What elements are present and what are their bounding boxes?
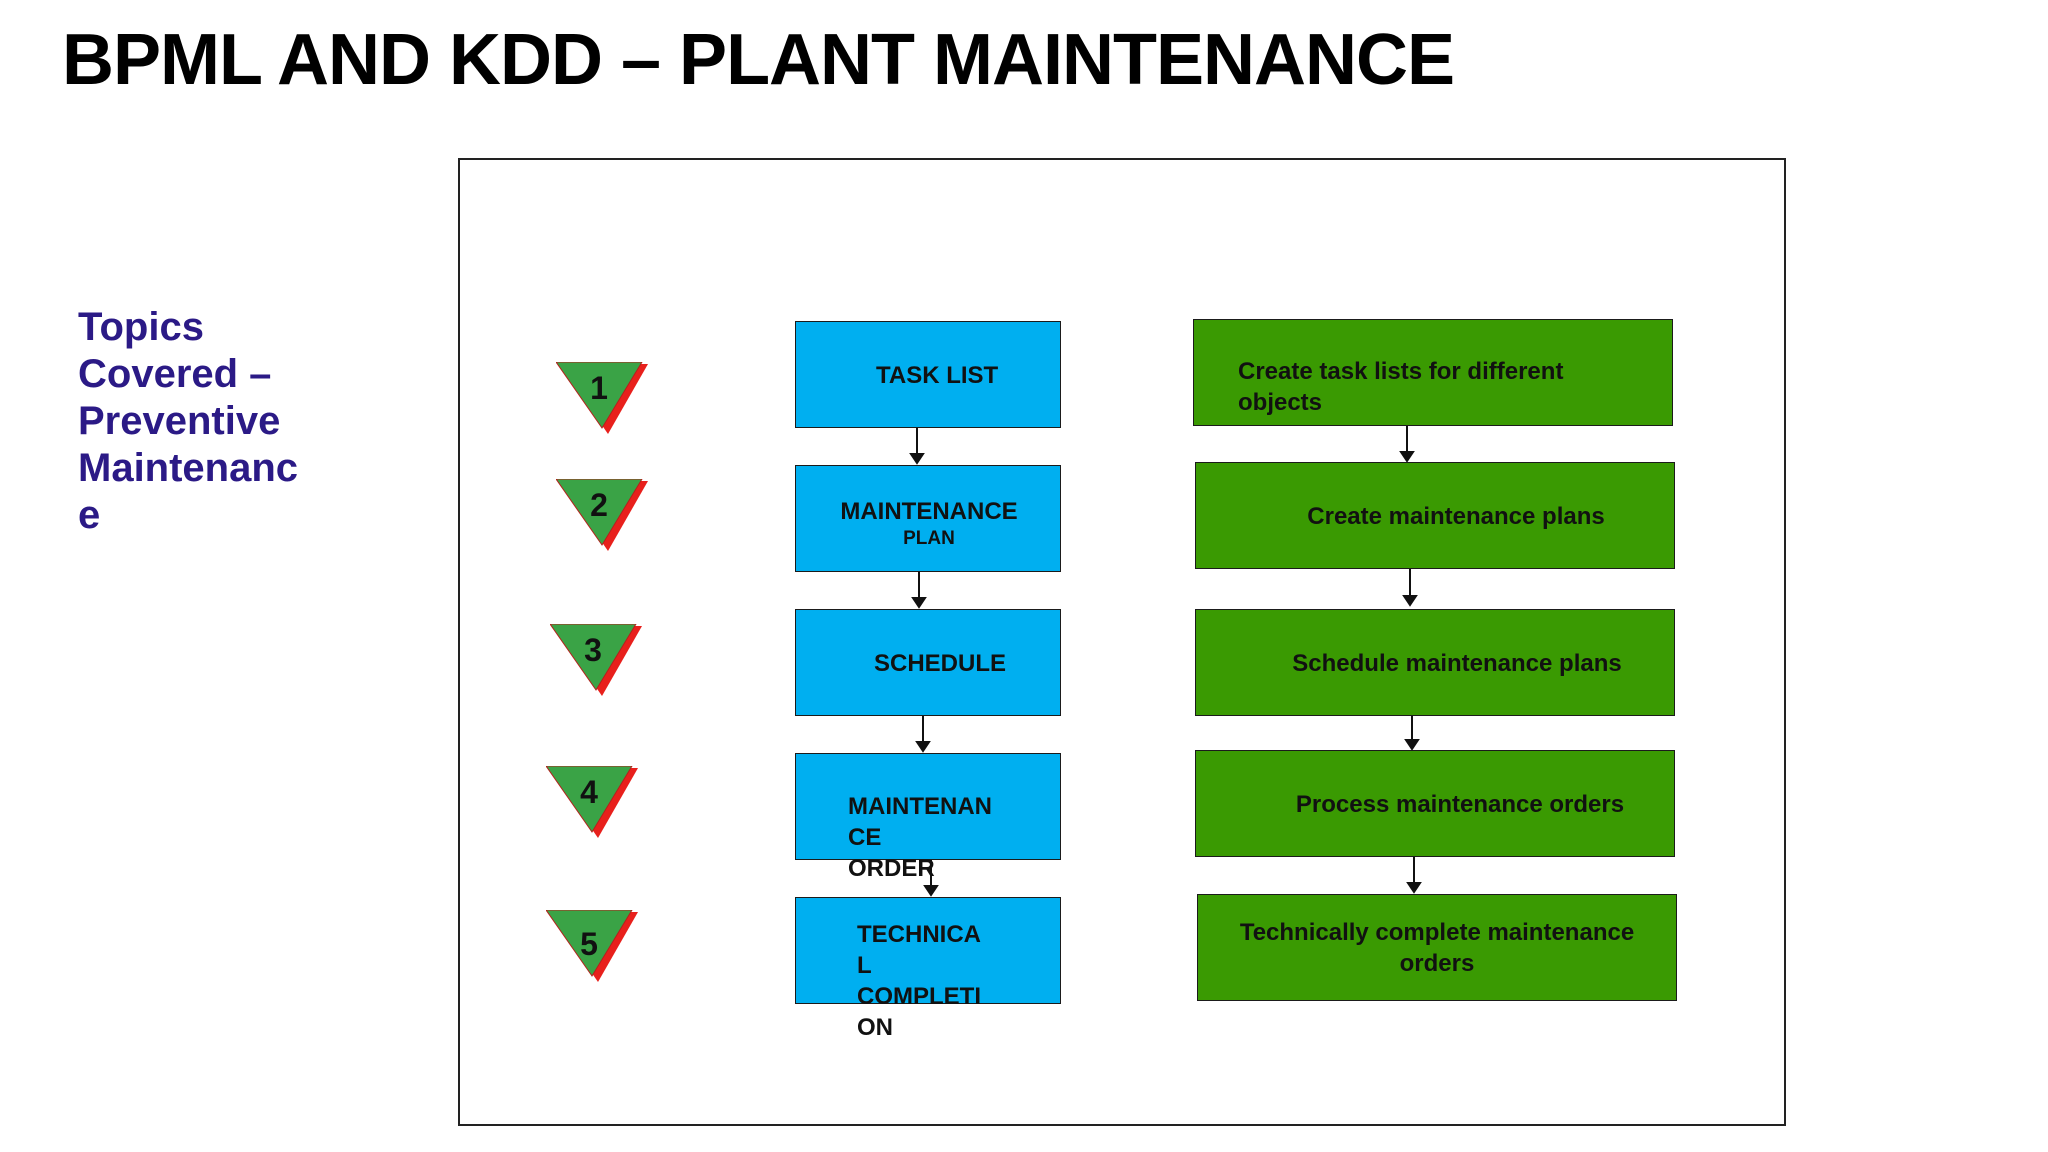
step-2-box-label-line1: MAINTENANCE — [840, 498, 1018, 525]
step-number: 3 — [584, 632, 602, 668]
step-2-description: Create maintenance plans — [1307, 503, 1605, 530]
step-1-box-label: TASK LIST — [876, 362, 999, 389]
triangle-marker-icon — [556, 362, 648, 434]
step-3-description: Schedule maintenance plans — [1292, 650, 1622, 677]
slide-title: BPML AND KDD – PLANT MAINTENANCE — [62, 20, 1455, 100]
step-2-box-maintenance-plan: MAINTENANCE PLAN — [795, 465, 1061, 572]
topics-covered-label: Topics Covered – Preventive Maintenanc e — [78, 305, 299, 537]
step-4-box-maintenance-order: MAINTENAN CE ORDER — [795, 753, 1061, 882]
step-3-box-schedule: SCHEDULE — [795, 609, 1061, 716]
step-4-description-box: Process maintenance orders — [1195, 750, 1675, 857]
step-4-description: Process maintenance orders — [1295, 791, 1625, 818]
step-marker-3: 3 — [550, 624, 650, 704]
step-marker-1: 1 — [556, 362, 656, 442]
step-5-description: Technically complete maintenance orders — [1239, 919, 1635, 977]
step-2-box-label-line2: PLAN — [903, 528, 955, 549]
step-5-description-box: Technically complete maintenance orders — [1197, 894, 1677, 1001]
step-2-description-box: Create maintenance plans — [1195, 462, 1675, 569]
triangle-marker-icon — [546, 910, 638, 982]
step-3-box-label: SCHEDULE — [874, 650, 1007, 677]
step-1-description-box: Create task lists for different objects — [1193, 319, 1673, 426]
process-diagram-frame — [458, 158, 1786, 1126]
step-4-box-label: MAINTENAN CE ORDER — [848, 793, 992, 882]
step-number: 5 — [580, 926, 598, 962]
step-number: 2 — [590, 487, 608, 523]
step-number: 4 — [580, 774, 598, 810]
step-3-description-box: Schedule maintenance plans — [1195, 609, 1675, 716]
step-marker-4: 4 — [546, 766, 646, 846]
step-number: 1 — [590, 370, 608, 406]
step-5-box-label: TECHNICA L COMPLETI ON — [857, 921, 981, 1041]
step-marker-5: 5 — [546, 910, 646, 990]
step-1-box-task-list: TASK LIST — [795, 321, 1061, 428]
step-1-description: Create task lists for different objects — [1238, 358, 1564, 416]
triangle-marker-icon — [546, 766, 638, 838]
step-marker-2: 2 — [556, 479, 656, 559]
triangle-marker-icon — [556, 479, 648, 551]
step-5-box-technical-completion: TECHNICA L COMPLETI ON — [795, 897, 1061, 1041]
triangle-marker-icon — [550, 624, 642, 696]
